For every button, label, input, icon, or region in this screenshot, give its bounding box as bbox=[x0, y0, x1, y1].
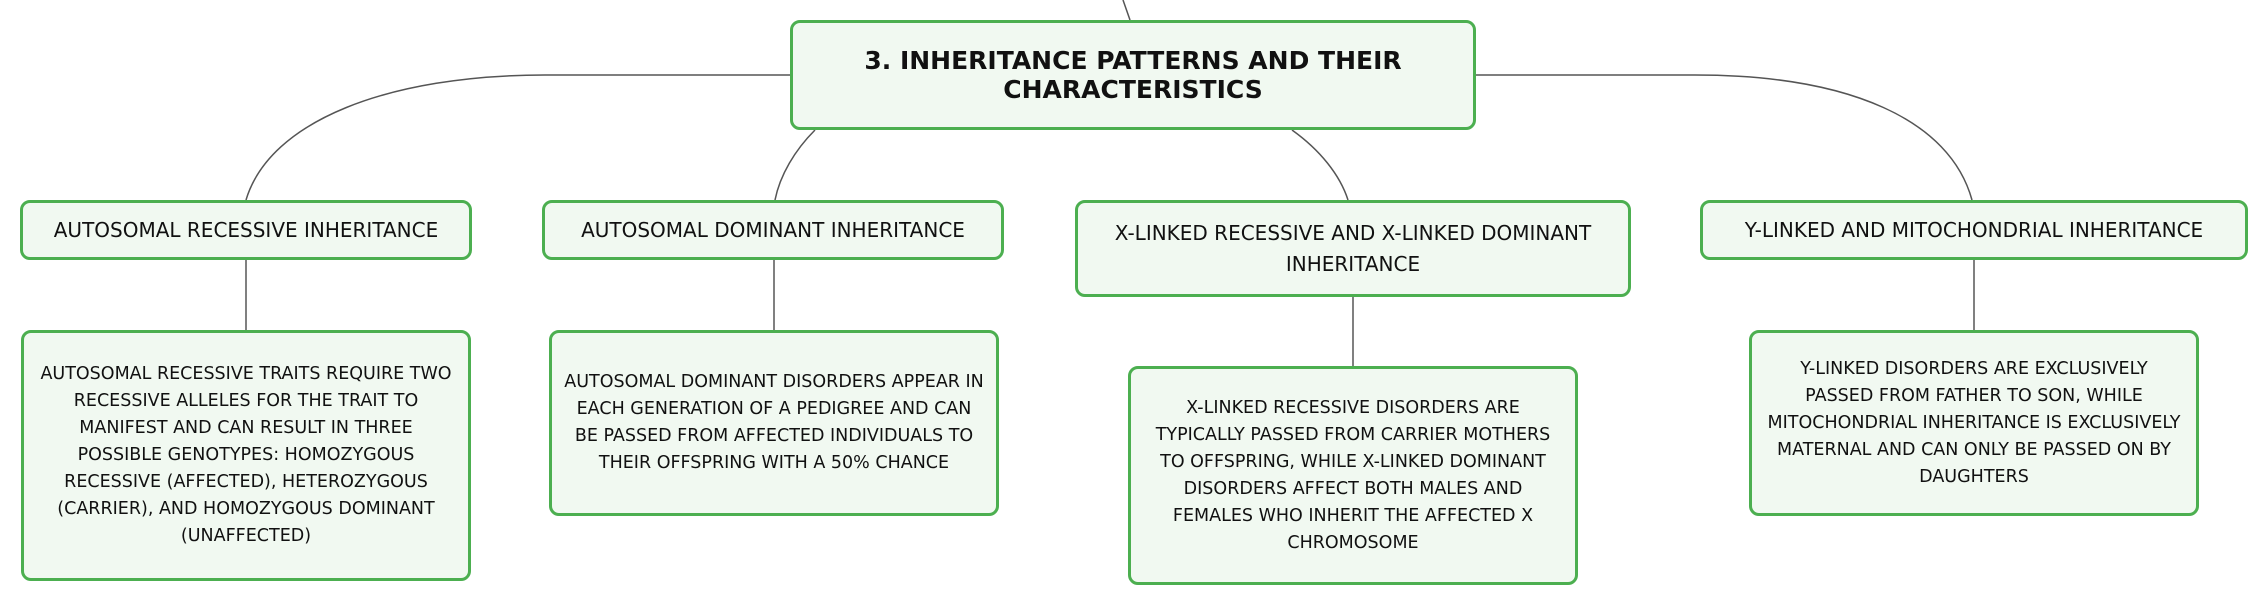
root-topic-label: 3. INHERITANCE PATTERNS AND THEIR CHARAC… bbox=[864, 46, 1402, 104]
branch-node-y-linked-mitochondrial[interactable]: Y-LINKED AND MITOCHONDRIAL INHERITANCE bbox=[1700, 200, 2248, 260]
branch-label: X-LINKED RECESSIVE AND X-LINKED DOMINANT… bbox=[1114, 220, 1592, 276]
connector-root-to-branch-3 bbox=[1291, 129, 1349, 201]
detail-node-autosomal-recessive[interactable]: AUTOSOMAL RECESSIVE TRAITS REQUIRE TWO R… bbox=[21, 330, 471, 581]
connector-root-to-branch-1 bbox=[245, 74, 790, 201]
detail-text: AUTOSOMAL DOMINANT DISORDERS APPEAR IN E… bbox=[564, 372, 984, 473]
branch-label: AUTOSOMAL RECESSIVE INHERITANCE bbox=[53, 217, 439, 242]
detail-node-y-linked-mitochondrial[interactable]: Y-LINKED DISORDERS ARE EXCLUSIVELY PASSE… bbox=[1749, 330, 2199, 516]
branch-node-autosomal-recessive[interactable]: AUTOSOMAL RECESSIVE INHERITANCE bbox=[20, 200, 472, 260]
root-topic-node[interactable]: 3. INHERITANCE PATTERNS AND THEIR CHARAC… bbox=[790, 20, 1476, 130]
branch-label: Y-LINKED AND MITOCHONDRIAL INHERITANCE bbox=[1744, 217, 2204, 242]
detail-node-autosomal-dominant[interactable]: AUTOSOMAL DOMINANT DISORDERS APPEAR IN E… bbox=[549, 330, 999, 516]
branch-node-x-linked[interactable]: X-LINKED RECESSIVE AND X-LINKED DOMINANT… bbox=[1075, 200, 1631, 297]
detail-text: AUTOSOMAL RECESSIVE TRAITS REQUIRE TWO R… bbox=[40, 364, 452, 546]
branch-node-autosomal-dominant[interactable]: AUTOSOMAL DOMINANT INHERITANCE bbox=[542, 200, 1004, 260]
connector-root-to-branch-4 bbox=[1476, 74, 1973, 201]
detail-node-x-linked[interactable]: X-LINKED RECESSIVE DISORDERS ARE TYPICAL… bbox=[1128, 366, 1578, 585]
connector-root-to-branch-2 bbox=[774, 129, 816, 201]
detail-text: X-LINKED RECESSIVE DISORDERS ARE TYPICAL… bbox=[1155, 397, 1551, 553]
detail-text: Y-LINKED DISORDERS ARE EXCLUSIVELY PASSE… bbox=[1767, 358, 2181, 487]
connector-parent-to-root bbox=[1122, 0, 1131, 21]
branch-label: AUTOSOMAL DOMINANT INHERITANCE bbox=[581, 217, 965, 242]
